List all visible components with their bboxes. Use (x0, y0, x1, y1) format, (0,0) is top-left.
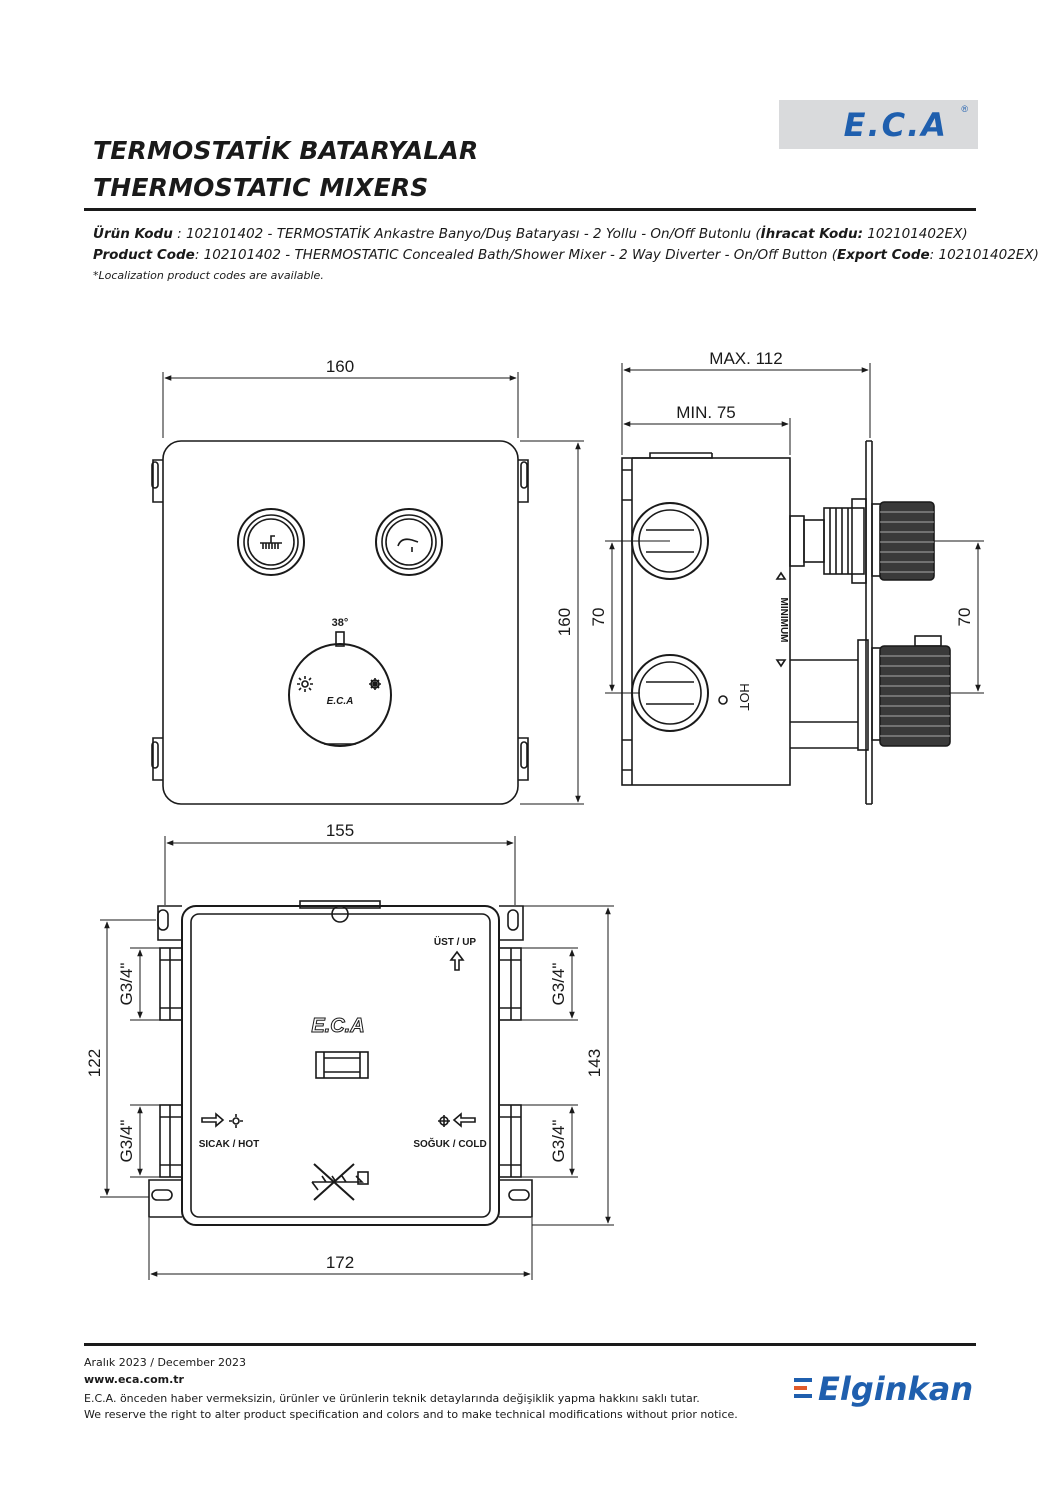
shower-button (237, 508, 305, 576)
temp-label: 38° (332, 617, 349, 629)
max-depth-label: MAX. 112 (709, 349, 782, 368)
front-height-label: 160 (555, 608, 574, 636)
footer-rule (84, 1343, 976, 1346)
knob-brand-label: E.C.A (327, 696, 354, 707)
thread-label-top-right: G3/4" (549, 963, 568, 1006)
export-code-en: : 102101402EX) (929, 247, 1039, 263)
elginkan-logo-text: Elginkan (818, 1370, 974, 1408)
cold-inlet-label: SOĞUK / COLD (413, 1137, 486, 1150)
eca-logo: E.C.A ® (779, 100, 978, 149)
product-code-tr: Ürün Kodu : 102101402 - TERMOSTATİK Anka… (93, 224, 968, 244)
registered-mark: ® (961, 104, 968, 114)
front-view (151, 372, 584, 805)
hot-inlet-label: SICAK / HOT (199, 1139, 260, 1150)
knurled-handle-bottom (879, 645, 951, 747)
bath-spout-button (375, 508, 443, 576)
title-en: THERMOSTATIC MIXERS (93, 173, 429, 202)
up-label: ÜST / UP (434, 935, 477, 948)
min-depth-label: MIN. 75 (676, 403, 736, 422)
product-text-en: : 102101402 - THERMOSTATIC Concealed Bat… (194, 247, 837, 263)
box-left-height-label: 122 (85, 1049, 104, 1077)
product-label-tr: Ürün Kodu (93, 226, 173, 242)
export-code-tr: 102101402EX) (862, 226, 968, 242)
footer-date: Aralık 2023 / December 2023 (84, 1356, 246, 1369)
thread-label-bottom-left: G3/4" (117, 1120, 136, 1163)
footer-website[interactable]: www.eca.com.tr (84, 1373, 184, 1386)
thermostat-knob (288, 631, 392, 747)
product-text-tr: : 102101402 - TERMOSTATİK Ankastre Banyo… (172, 226, 761, 242)
eca-logo-text: E.C.A (843, 106, 948, 144)
side-view (605, 363, 984, 805)
thread-label-bottom-right: G3/4" (549, 1120, 568, 1163)
footer-disclaimer-en: We reserve the right to alter product sp… (84, 1408, 738, 1421)
knurled-handle-top (879, 501, 935, 581)
elginkan-logo-mark (794, 1378, 812, 1404)
thread-label-top-left: G3/4" (117, 963, 136, 1006)
export-label-en: Export Code (836, 247, 930, 263)
hot-side-label: HOT (737, 683, 752, 711)
title-tr: TERMOSTATİK BATARYALAR (93, 136, 479, 165)
front-width-label: 160 (326, 357, 354, 376)
right-spacing-label: 70 (955, 608, 974, 627)
box-top-width-label: 155 (326, 821, 354, 840)
box-brand-label: E.C.A (311, 1015, 364, 1037)
box-view (100, 836, 614, 1280)
minimum-label: MINIMUM (778, 598, 789, 643)
header-rule (84, 208, 976, 211)
box-right-height-label: 143 (585, 1049, 604, 1077)
footer-disclaimer-tr: E.C.A. önceden haber vermeksizin, ürünle… (84, 1392, 700, 1405)
localization-note: *Localization product codes are availabl… (93, 269, 324, 282)
product-code-en: Product Code: 102101402 - THERMOSTATIC C… (93, 245, 1039, 265)
export-label-tr: İhracat Kodu: (760, 226, 863, 242)
box-bottom-width-label: 172 (326, 1253, 354, 1272)
left-spacing-label: 70 (589, 608, 608, 627)
product-label-en: Product Code (93, 247, 195, 263)
